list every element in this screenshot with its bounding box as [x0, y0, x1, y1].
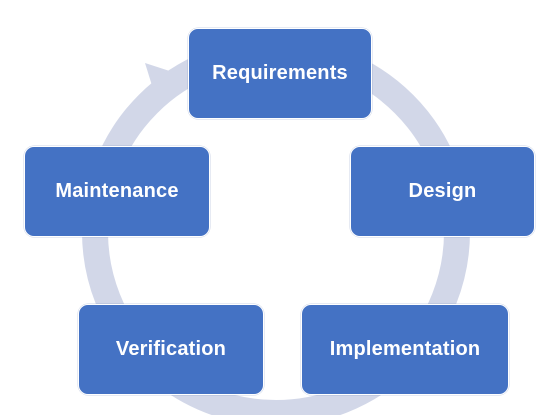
stage-label-maintenance: Maintenance	[55, 180, 179, 202]
stage-maintenance: Maintenance	[24, 146, 210, 237]
stage-label-design: Design	[408, 180, 477, 202]
stage-label-verification: Verification	[115, 338, 227, 360]
stage-implementation: Implementation	[301, 304, 509, 395]
stage-design: Design	[350, 146, 535, 237]
stage-label-requirements: Requirements	[212, 62, 348, 84]
stage-label-implementation: Implementation	[329, 338, 481, 360]
cycle-arrowhead-icon	[145, 63, 185, 108]
stage-requirements: Requirements	[188, 28, 372, 119]
stage-verification: Verification	[78, 304, 264, 395]
